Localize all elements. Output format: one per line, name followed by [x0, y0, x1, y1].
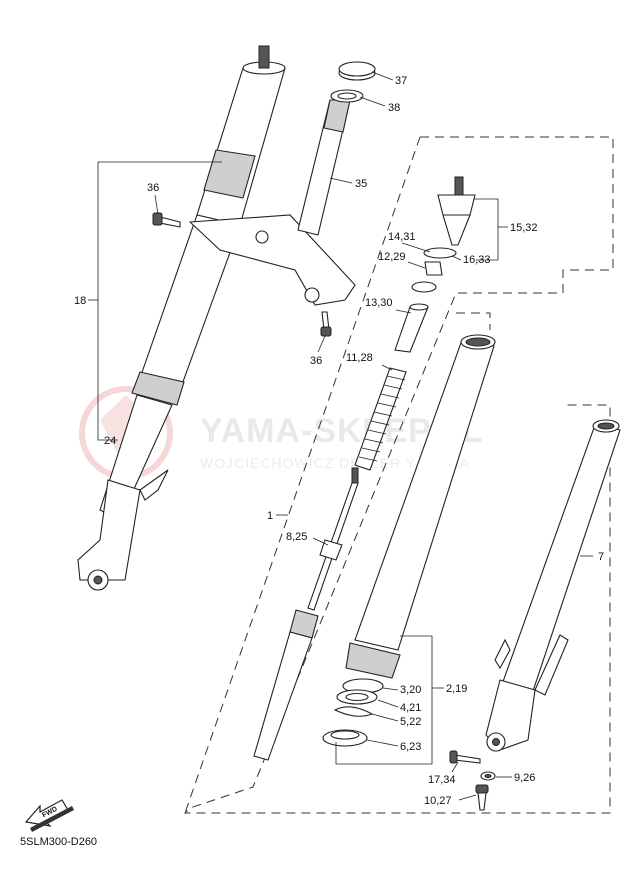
- outer-tube: [485, 419, 621, 752]
- watermark-subtitle: WOJCIECHOWICZ DEALER YAMAHA: [200, 455, 470, 471]
- callout-36-bottom: 36: [310, 355, 322, 367]
- callout-12-29: 12,29: [378, 251, 406, 263]
- callout-labels: 37 38 35 36 36 18 24 15,32 14,31 16,33 1…: [74, 75, 604, 807]
- callout-6-23: 6,23: [400, 741, 421, 753]
- callout-9-26: 9,26: [514, 772, 535, 784]
- callout-11-28: 11,28: [346, 352, 373, 364]
- callout-16-33: 16,33: [463, 254, 491, 266]
- callout-3-20: 3,20: [400, 684, 421, 696]
- callout-8-25: 8,25: [286, 531, 307, 543]
- callout-37: 37: [395, 75, 407, 87]
- diagram-code: 5SLM300-D260: [20, 836, 97, 848]
- cap-bolt-assembly: [394, 176, 476, 353]
- callout-24: 24: [104, 435, 116, 447]
- callout-14-31: 14,31: [388, 231, 416, 243]
- damper-rod: [253, 467, 359, 761]
- callout-2-19: 2,19: [446, 683, 467, 695]
- inner-tube: [345, 334, 496, 679]
- callout-18: 18: [74, 295, 86, 307]
- callout-10-27: 10,27: [424, 795, 452, 807]
- callout-1: 1: [267, 510, 273, 522]
- fwd-arrow-icon: FWD: [24, 799, 74, 832]
- callout-17-34: 17,34: [428, 774, 456, 786]
- callout-5-22: 5,22: [400, 716, 421, 728]
- callout-4-21: 4,21: [400, 702, 421, 714]
- callout-15-32: 15,32: [510, 222, 538, 234]
- callout-13-30: 13,30: [365, 297, 393, 309]
- leader-lines: [88, 71, 593, 801]
- outer-group-boundary: [183, 136, 614, 814]
- callout-35: 35: [355, 178, 367, 190]
- callout-38: 38: [388, 102, 400, 114]
- seal-stack: [322, 678, 384, 747]
- small-hardware: [449, 750, 496, 811]
- assembled-fork: [77, 45, 376, 591]
- callout-7: 7: [598, 551, 604, 563]
- tube-group-boundary: [456, 312, 491, 330]
- callout-36-top: 36: [147, 182, 159, 194]
- fork-spring: [354, 367, 407, 471]
